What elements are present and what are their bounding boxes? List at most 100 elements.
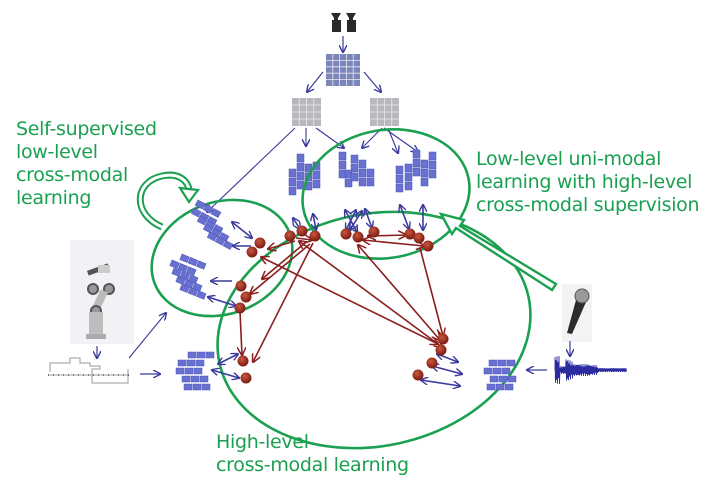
cross-modal-link xyxy=(358,245,440,340)
self-supervised-label: Self-supervised low-level cross-modal le… xyxy=(16,118,157,209)
feature-cell xyxy=(199,375,209,383)
feature-cell xyxy=(196,260,207,270)
feature-cell xyxy=(187,351,197,359)
latent-node xyxy=(437,333,449,345)
feature-cell xyxy=(498,375,508,383)
latent-node xyxy=(413,232,425,244)
feature-cell xyxy=(312,179,321,189)
feature-cell xyxy=(169,259,180,269)
feature-cell xyxy=(190,207,202,218)
feature-cell xyxy=(350,172,359,182)
image-grid-main xyxy=(326,54,360,86)
uni-modal-label: Low-level uni-modal learning with high-l… xyxy=(476,148,700,216)
feature-block xyxy=(169,259,197,276)
image-grid-right xyxy=(370,98,399,126)
feature-cell xyxy=(486,383,496,391)
feature-node-link xyxy=(350,211,362,230)
feature-cell xyxy=(350,154,359,164)
feature-cell xyxy=(179,283,190,293)
feature-block xyxy=(194,199,222,218)
feature-block xyxy=(483,367,511,375)
feature-block xyxy=(187,351,215,359)
feature-cell xyxy=(175,275,186,285)
feature-cell xyxy=(179,253,190,263)
latent-node xyxy=(352,231,364,243)
feature-node-link xyxy=(232,222,252,238)
feature-cell xyxy=(202,223,214,234)
feature-cell xyxy=(202,203,214,214)
latent-node xyxy=(435,344,447,356)
feature-cell xyxy=(177,263,189,273)
feature-cell xyxy=(420,177,429,187)
feature-cell xyxy=(404,163,413,173)
cross-modal-link xyxy=(261,257,438,344)
feature-cell xyxy=(187,287,199,297)
feature-cell xyxy=(358,159,367,169)
feature-cell xyxy=(193,367,203,375)
feature-cell xyxy=(497,359,507,367)
feature-cell xyxy=(492,367,502,375)
self-loop-arrow xyxy=(136,171,201,231)
signal-to-self-supervised-arrow xyxy=(128,313,166,359)
grid-cell-bg xyxy=(326,54,360,86)
high-level-label: High-level cross-modal learning xyxy=(216,431,409,476)
image-grid-left xyxy=(292,98,321,126)
feature-cell xyxy=(507,375,517,383)
feature-block xyxy=(175,367,203,375)
feature-cell xyxy=(428,151,437,161)
latent-node xyxy=(254,237,266,249)
feature-cell xyxy=(210,208,222,218)
robot-arm-icon xyxy=(70,240,134,344)
feature-cell xyxy=(404,172,413,182)
microphone-icon xyxy=(562,284,592,342)
feature-cell xyxy=(489,375,499,383)
feature-cell xyxy=(420,159,429,169)
feature-cell xyxy=(350,163,359,173)
supervision-arrow xyxy=(438,212,558,292)
feature-node-link xyxy=(218,354,238,364)
cross-modal-link xyxy=(240,311,242,355)
feature-cell xyxy=(420,168,429,178)
cross-modal-links xyxy=(240,235,443,362)
feature-block xyxy=(179,253,207,270)
feature-cell xyxy=(196,351,206,359)
feature-cell xyxy=(483,367,493,375)
feature-cell xyxy=(428,169,437,179)
feature-cell xyxy=(506,359,516,367)
feature-cell xyxy=(183,383,193,391)
feature-cell xyxy=(171,267,182,277)
feature-cell xyxy=(206,231,218,242)
feature-cell xyxy=(194,199,206,210)
latent-node xyxy=(235,280,247,292)
feature-cell xyxy=(404,181,413,191)
latent-node xyxy=(340,228,352,240)
feature-node-link xyxy=(421,380,460,386)
feature-cell xyxy=(186,359,196,367)
feature-cell xyxy=(366,177,375,187)
vision-feature-columns xyxy=(288,149,437,196)
feature-cell xyxy=(181,375,191,383)
feature-cell xyxy=(344,178,353,188)
feature-cell xyxy=(412,167,421,177)
self-supervised-low-level-region xyxy=(150,198,294,318)
grid-to-left-arrow xyxy=(307,71,324,92)
feature-cell xyxy=(395,174,404,184)
latent-nodes xyxy=(234,225,449,384)
grid-to-right-arrow xyxy=(363,71,381,92)
feature-cell xyxy=(395,165,404,175)
latent-node xyxy=(240,372,252,384)
feature-cell xyxy=(412,158,421,168)
latent-node xyxy=(412,369,424,381)
audio-waveform xyxy=(554,355,627,385)
cross-modal-link xyxy=(250,243,311,294)
feature-cell xyxy=(196,290,207,300)
feature-cell xyxy=(358,177,367,187)
feature-cell xyxy=(195,359,205,367)
latent-node xyxy=(234,302,246,314)
feature-node-link xyxy=(208,297,236,306)
feature-block xyxy=(177,359,205,367)
feature-node-link xyxy=(365,209,372,228)
feature-cell xyxy=(395,183,404,193)
